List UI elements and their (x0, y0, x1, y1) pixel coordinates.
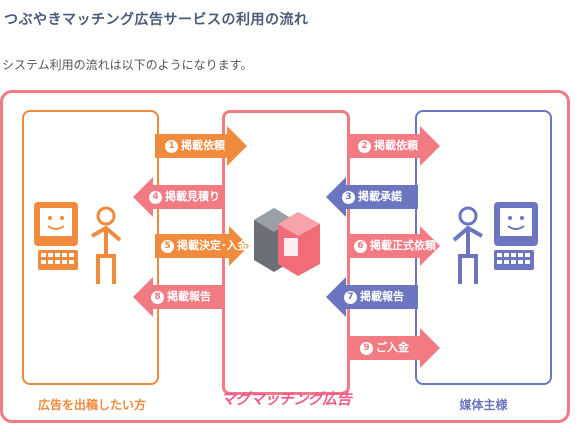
arrow-left-icon (326, 277, 418, 317)
step-number: 7 (344, 291, 357, 304)
step-number: 1 (165, 140, 178, 153)
advertiser-label: 広告を出稿したい方 (37, 398, 146, 412)
step-label: 掲載正式依頼 (370, 239, 436, 252)
step-label: 掲載見積り (165, 190, 220, 203)
page-title: つぶやきマッチング広告サービスの利用の流れ (4, 12, 309, 28)
step-label: 掲載依頼 (181, 139, 225, 152)
person-icon (91, 206, 122, 284)
step-number: 4 (149, 191, 162, 204)
person-icon (452, 206, 483, 284)
step-number: 9 (360, 342, 373, 355)
advertiser-panel (22, 110, 159, 385)
arrow-right-icon (155, 126, 247, 166)
service-brand-label: マグマッチング広告 (220, 390, 352, 408)
arrow-right-icon (348, 328, 440, 368)
step-number: 6 (354, 240, 367, 253)
arrow-left-icon (133, 277, 225, 317)
logo-icon (254, 208, 320, 276)
step-number: 8 (151, 291, 164, 304)
arrow-right-icon (348, 226, 440, 266)
step-label: 掲載報告 (167, 290, 211, 303)
publisher-label: 媒体主様 (459, 398, 508, 412)
arrow-left-icon (133, 177, 225, 217)
step-label: ご入金 (376, 341, 409, 354)
step-label: 掲載報告 (360, 290, 404, 303)
computer-icon (494, 202, 538, 270)
step-label: 掲載承諾 (358, 190, 402, 203)
step-number: 3 (342, 191, 355, 204)
page-subtitle: システム利用の流れは以下のようになります。 (2, 58, 253, 72)
computer-icon (34, 202, 78, 270)
step-label: 掲載決定･入金 (177, 239, 249, 252)
arrow-left-icon (326, 177, 418, 217)
arrow-right-icon (348, 126, 440, 166)
step-number: 5 (161, 240, 174, 253)
step-label: 掲載依頼 (374, 139, 418, 152)
step-number: 2 (358, 140, 371, 153)
arrow-right-icon (155, 226, 249, 266)
